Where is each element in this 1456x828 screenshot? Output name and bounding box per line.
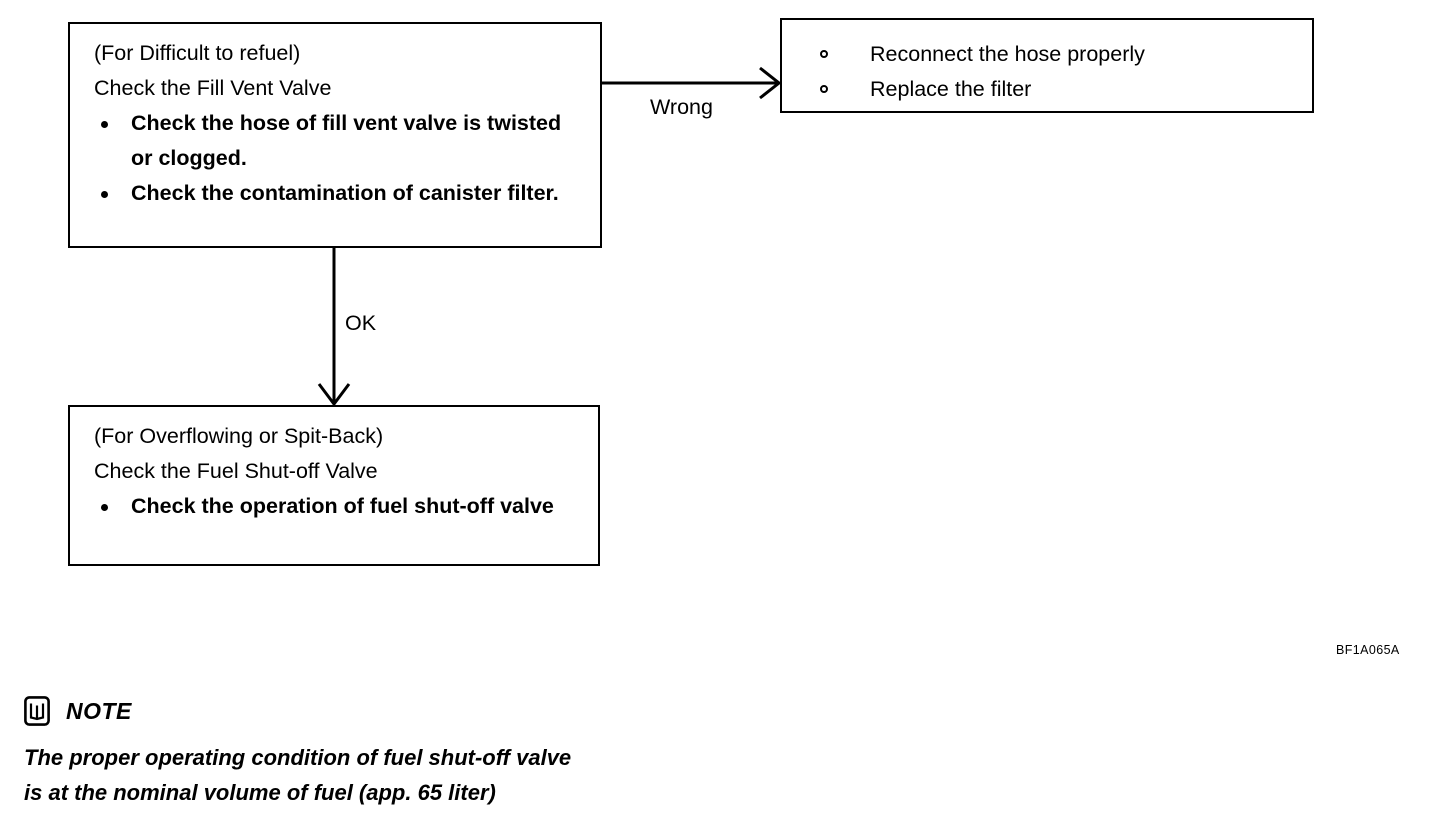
box-content: (For Overflowing or Spit-Back) Check the…: [70, 407, 598, 524]
note-header: NOTE: [24, 694, 924, 728]
note-book-icon: [24, 696, 50, 726]
figure-reference-code: BF1A065A: [1336, 643, 1400, 657]
connector-wrong: [602, 66, 782, 100]
note-line: is at the nominal volume of fuel (app. 6…: [24, 780, 496, 805]
note-body: The proper operating condition of fuel s…: [24, 740, 924, 810]
note-title: NOTE: [66, 697, 132, 724]
action-item-list: Reconnect the hose properly Replace the …: [816, 37, 1298, 107]
outcome-box-wrong-actions: Reconnect the hose properly Replace the …: [780, 18, 1314, 113]
process-box-fill-vent-valve: (For Difficult to refuel) Check the Fill…: [68, 22, 602, 248]
list-item: Replace the filter: [816, 72, 1298, 107]
edge-label-wrong: Wrong: [650, 95, 713, 119]
check-item-list: Check the operation of fuel shut-off val…: [94, 489, 584, 524]
box-action-label: Check the Fuel Shut-off Valve: [94, 459, 378, 483]
list-item: Check the operation of fuel shut-off val…: [94, 489, 584, 524]
list-item: Check the contamination of canister filt…: [94, 176, 586, 211]
check-item-list: Check the hose of fill vent valve is twi…: [94, 106, 586, 211]
list-item: Reconnect the hose properly: [816, 37, 1298, 72]
box-condition-label: (For Difficult to refuel): [94, 41, 301, 65]
list-item: Check the hose of fill vent valve is twi…: [94, 106, 586, 176]
edge-label-ok: OK: [345, 311, 377, 335]
process-box-fuel-shutoff-valve: (For Overflowing or Spit-Back) Check the…: [68, 405, 600, 566]
note-block: NOTE The proper operating condition of f…: [24, 694, 924, 810]
note-line: The proper operating condition of fuel s…: [24, 745, 572, 770]
box-content: (For Difficult to refuel) Check the Fill…: [70, 24, 600, 211]
box-action-label: Check the Fill Vent Valve: [94, 76, 332, 100]
box-content: Reconnect the hose properly Replace the …: [782, 20, 1312, 107]
box-condition-label: (For Overflowing or Spit-Back): [94, 424, 384, 448]
